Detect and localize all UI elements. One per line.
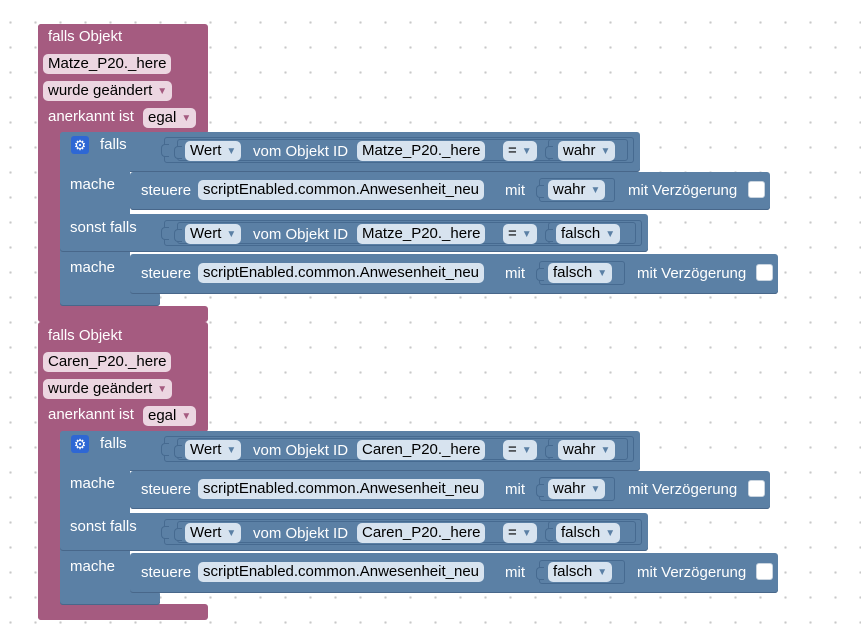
object-id-field[interactable]: Caren_P20._here (43, 352, 172, 372)
boolean-dropdown[interactable]: falsch▼ (556, 523, 621, 543)
boolean-dropdown[interactable]: wahr▼ (558, 440, 616, 460)
dropdown-arrow-icon: ▼ (605, 528, 616, 539)
object-id-label: vom Objekt ID (253, 442, 349, 459)
if-block-footer (60, 292, 160, 306)
steuere-label: steuere (141, 182, 192, 199)
dropdown-arrow-icon: ▼ (605, 229, 616, 240)
dropdown-arrow-icon: ▼ (157, 86, 168, 97)
object-id-label: vom Objekt ID (253, 525, 349, 542)
dropdown-arrow-icon: ▼ (226, 229, 237, 240)
value-type-dropdown[interactable]: Wert▼ (185, 224, 242, 244)
mit-label: mit (505, 564, 525, 581)
operator-dropdown[interactable]: =▼ (503, 224, 537, 244)
mit-label: mit (505, 481, 525, 498)
if-block-footer (60, 591, 160, 605)
delay-checkbox[interactable] (756, 563, 773, 580)
boolean-dropdown[interactable]: falsch▼ (548, 263, 613, 283)
condition-object-id-field[interactable]: Caren_P20._here (357, 440, 486, 460)
elseif-label: sonst falls (70, 219, 137, 236)
operator-dropdown[interactable]: =▼ (503, 440, 537, 460)
boolean-dropdown[interactable]: falsch▼ (556, 224, 621, 244)
trigger-block-footer (38, 604, 208, 620)
dropdown-arrow-icon: ▼ (521, 445, 532, 456)
mit-label: mit (505, 182, 525, 199)
dropdown-arrow-icon: ▼ (181, 411, 192, 422)
condition-object-id-field[interactable]: Matze_P20._here (357, 141, 486, 161)
dropdown-arrow-icon: ▼ (521, 146, 532, 157)
mit-label: mit (505, 265, 525, 282)
dropdown-arrow-icon: ▼ (226, 445, 237, 456)
boolean-dropdown[interactable]: wahr▼ (548, 180, 606, 200)
ack-dropdown[interactable]: egal▼ (143, 108, 197, 128)
delay-label: mit Verzögerung (628, 481, 738, 498)
condition-object-id-field[interactable]: Matze_P20._here (357, 224, 486, 244)
trigger-dropdown[interactable]: wurde geändert▼ (43, 379, 173, 399)
dropdown-arrow-icon: ▼ (521, 229, 532, 240)
dropdown-arrow-icon: ▼ (600, 146, 611, 157)
object-id-field[interactable]: Matze_P20._here (43, 54, 172, 74)
dropdown-arrow-icon: ▼ (597, 567, 608, 578)
steuere-label: steuere (141, 265, 192, 282)
trigger-header: falls Objekt (48, 28, 123, 45)
operator-dropdown[interactable]: =▼ (503, 523, 537, 543)
object-id-label: vom Objekt ID (253, 143, 349, 160)
do-label: mache (70, 558, 116, 575)
target-object-field[interactable]: scriptEnabled.common.Anwesenheit_neu (198, 263, 484, 283)
if-label: falls (100, 136, 127, 153)
target-object-field[interactable]: scriptEnabled.common.Anwesenheit_neu (198, 479, 484, 499)
trigger-header: falls Objekt (48, 327, 123, 344)
ack-label: anerkannt ist (48, 108, 134, 125)
do-label: mache (70, 176, 116, 193)
dropdown-arrow-icon: ▼ (181, 113, 192, 124)
elseif-label: sonst falls (70, 518, 137, 535)
dropdown-arrow-icon: ▼ (600, 445, 611, 456)
boolean-dropdown[interactable]: wahr▼ (558, 141, 616, 161)
do-label: mache (70, 475, 116, 492)
dropdown-arrow-icon: ▼ (590, 484, 601, 495)
if-label: falls (100, 435, 127, 452)
value-type-dropdown[interactable]: Wert▼ (185, 440, 242, 460)
delay-checkbox[interactable] (748, 480, 765, 497)
boolean-dropdown[interactable]: wahr▼ (548, 479, 606, 499)
delay-checkbox[interactable] (748, 181, 765, 198)
gear-icon[interactable]: ⚙ (71, 136, 89, 154)
target-object-field[interactable]: scriptEnabled.common.Anwesenheit_neu (198, 562, 484, 582)
do-label: mache (70, 259, 116, 276)
dropdown-arrow-icon: ▼ (157, 384, 168, 395)
dropdown-arrow-icon: ▼ (521, 528, 532, 539)
target-object-field[interactable]: scriptEnabled.common.Anwesenheit_neu (198, 180, 484, 200)
ack-label: anerkannt ist (48, 406, 134, 423)
dropdown-arrow-icon: ▼ (226, 528, 237, 539)
value-type-dropdown[interactable]: Wert▼ (185, 141, 242, 161)
delay-checkbox[interactable] (756, 264, 773, 281)
dropdown-arrow-icon: ▼ (590, 185, 601, 196)
steuere-label: steuere (141, 564, 192, 581)
condition-object-id-field[interactable]: Caren_P20._here (357, 523, 486, 543)
trigger-dropdown[interactable]: wurde geändert▼ (43, 81, 173, 101)
object-id-label: vom Objekt ID (253, 226, 349, 243)
delay-label: mit Verzögerung (628, 182, 738, 199)
boolean-dropdown[interactable]: falsch▼ (548, 562, 613, 582)
operator-dropdown[interactable]: =▼ (503, 141, 537, 161)
ack-dropdown[interactable]: egal▼ (143, 406, 197, 426)
trigger-block-footer (38, 306, 208, 322)
dropdown-arrow-icon: ▼ (226, 146, 237, 157)
gear-icon[interactable]: ⚙ (71, 435, 89, 453)
delay-label: mit Verzögerung (637, 564, 747, 581)
steuere-label: steuere (141, 481, 192, 498)
dropdown-arrow-icon: ▼ (597, 268, 608, 279)
delay-label: mit Verzögerung (637, 265, 747, 282)
value-type-dropdown[interactable]: Wert▼ (185, 523, 242, 543)
